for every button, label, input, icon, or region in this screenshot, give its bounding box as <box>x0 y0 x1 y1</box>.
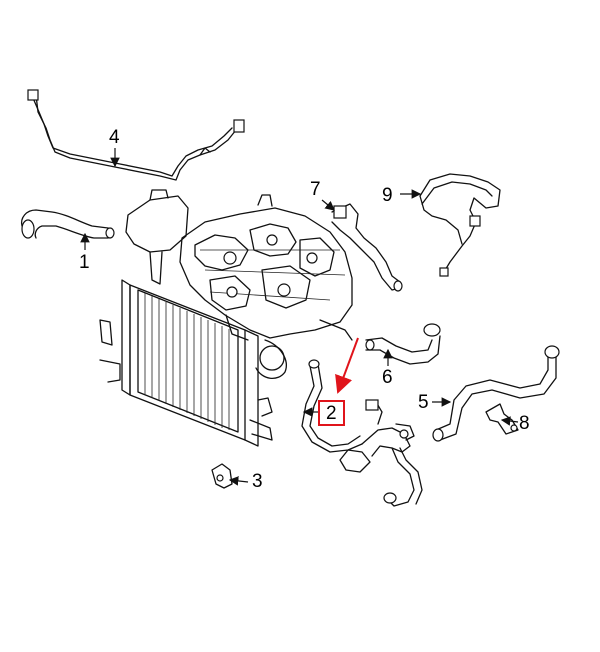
callout-4: 4 <box>109 127 120 148</box>
callout-2-highlighted: 2 <box>318 400 345 426</box>
part-2-hose-assembly <box>301 359 423 507</box>
part-5-hose <box>432 345 560 442</box>
part-9-harness <box>419 173 501 277</box>
callout-5: 5 <box>418 392 429 413</box>
engine-assembly <box>179 194 353 379</box>
highlight-arrow <box>335 337 359 394</box>
part-8-bracket <box>485 403 519 435</box>
callout-3: 3 <box>252 471 263 492</box>
callout-6: 6 <box>382 367 393 388</box>
part-1-hose <box>20 209 115 239</box>
callout-8: 8 <box>519 413 530 434</box>
callout-7: 7 <box>310 179 321 200</box>
part-4-pipe <box>27 89 245 181</box>
part-3-bracket <box>211 463 233 489</box>
leader-lines <box>80 148 519 486</box>
radiator <box>99 279 273 447</box>
expansion-tank <box>125 189 189 285</box>
callout-9: 9 <box>382 185 393 206</box>
part-6-hose <box>365 323 441 365</box>
part-7-hose <box>331 203 403 292</box>
callout-1: 1 <box>79 252 90 273</box>
